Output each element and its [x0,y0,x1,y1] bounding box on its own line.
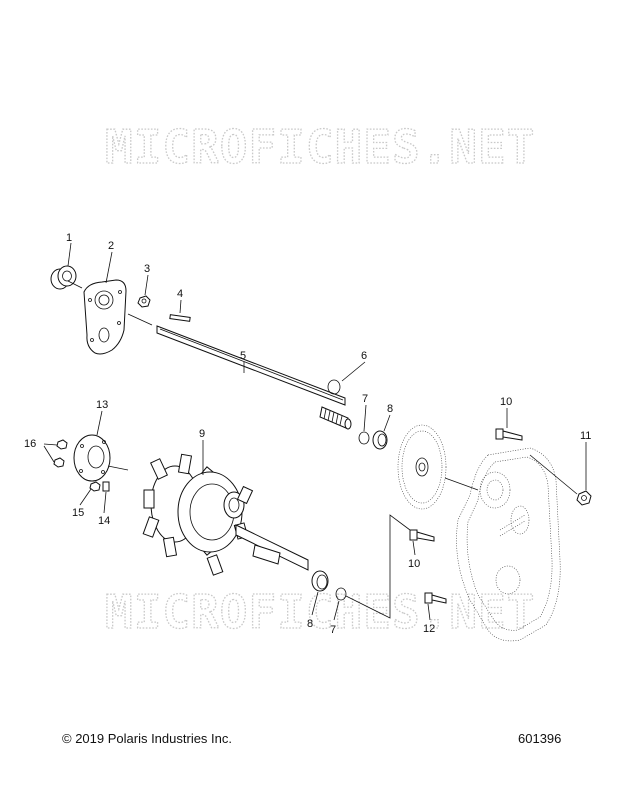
seal-part-8-lower[interactable] [311,570,329,592]
callout-1[interactable]: 1 [66,232,72,244]
drive-sprocket-part-9[interactable] [142,453,309,576]
sprocket [397,424,447,510]
callout-6[interactable]: 6 [361,350,367,362]
callout-12[interactable]: 12 [423,623,435,635]
callout-14[interactable]: 14 [98,515,110,527]
callout-16[interactable]: 16 [24,438,36,450]
callout-7-lower[interactable]: 7 [330,624,336,636]
callout-10-lower[interactable]: 10 [408,558,420,570]
watermark-bottom: MICROFICHES.NET [105,585,535,639]
driveshaft-part-5[interactable] [156,325,352,430]
callout-3[interactable]: 3 [144,263,150,275]
callout-7-upper[interactable]: 7 [362,393,368,405]
bolt-part-12[interactable] [424,592,447,604]
bearing-plate-part-2[interactable] [83,279,127,355]
watermark-top: MICROFICHES.NET [105,120,535,174]
callouts: 1 2 3 4 5 6 7 8 9 10 11 13 16 15 14 10 8… [24,232,591,636]
nut-part-3[interactable] [137,295,151,308]
nut-part-16[interactable] [53,439,68,468]
bolt-part-14[interactable] [102,481,110,492]
copyright-text: © 2019 Polaris Industries Inc. [62,731,232,746]
callout-2[interactable]: 2 [108,240,114,252]
callout-8-lower[interactable]: 8 [307,618,313,630]
key-part-4[interactable] [169,314,191,322]
nut-part-11[interactable] [576,490,592,506]
callout-11[interactable]: 11 [580,430,591,442]
callout-15[interactable]: 15 [72,507,84,519]
seal-part-8-upper[interactable] [372,430,388,450]
callout-4[interactable]: 4 [177,288,183,300]
callout-13[interactable]: 13 [96,399,108,411]
diagram-number: 601396 [518,731,562,746]
nut-part-15[interactable] [89,481,101,492]
o-ring-part-7-upper[interactable] [358,431,370,445]
chaincase-housing [456,447,561,642]
callout-10-upper[interactable]: 10 [500,396,512,408]
bolt-part-10-lower[interactable] [409,529,435,542]
callout-5[interactable]: 5 [240,350,246,362]
bearing-part-1[interactable] [50,265,77,290]
leader-lines [43,242,587,621]
flange-part-13[interactable] [73,434,111,482]
bolt-part-10-upper[interactable] [495,428,523,441]
callout-9[interactable]: 9 [199,428,205,440]
o-ring-part-6[interactable] [327,379,341,395]
o-ring-part-7-lower[interactable] [335,587,347,601]
callout-8-upper[interactable]: 8 [387,403,393,415]
